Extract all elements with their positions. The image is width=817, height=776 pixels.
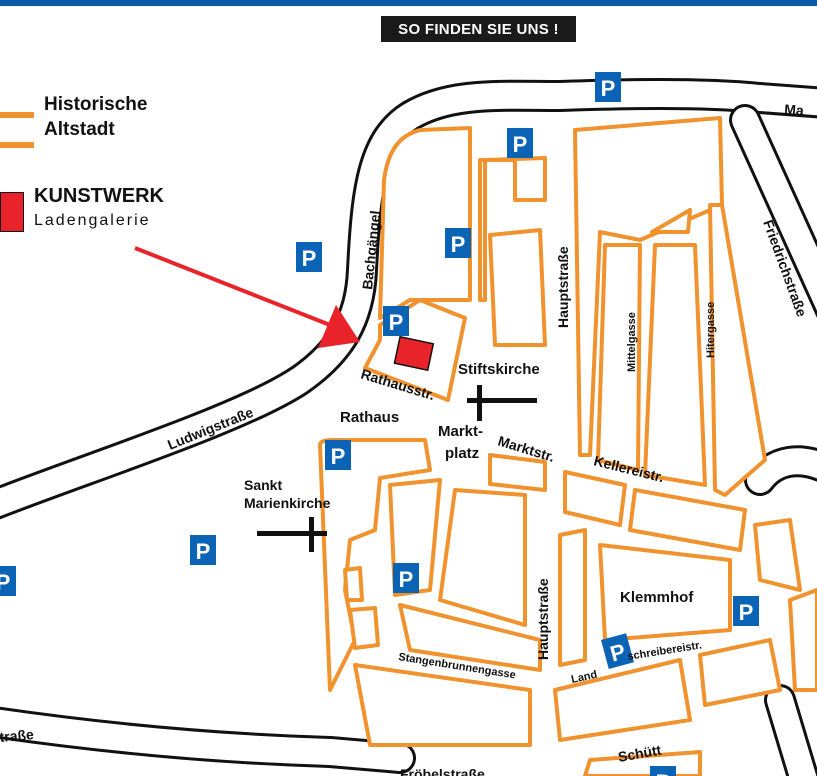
legend-shop-name: KUNSTWERK	[34, 185, 164, 207]
block-east-2	[753, 518, 802, 592]
pointer-arrow	[134, 246, 360, 348]
block-hauptstr-east	[573, 116, 724, 457]
parking-icon: P	[445, 228, 471, 258]
legend-historic-swatch	[0, 142, 34, 148]
block-mid-2	[438, 488, 527, 627]
svg-text:P: P	[601, 76, 616, 101]
street-froebelstrasse: Fröbelstraße	[400, 766, 485, 776]
place-sankt: Sankt	[244, 477, 282, 493]
parking-icon: P	[325, 440, 351, 470]
legend-historic-line2: Altstadt	[44, 119, 115, 140]
legend-historic-line1: Historische	[44, 94, 148, 115]
church-stiftskirche-icon	[467, 385, 537, 421]
shop-marker	[393, 335, 435, 372]
street-hauptstrasse-south: Hauptstraße	[535, 578, 551, 660]
legend-shop-subtitle: Ladengalerie	[34, 212, 151, 229]
svg-text:P: P	[739, 600, 754, 625]
block-tri	[650, 208, 692, 234]
legend-shop-swatch	[0, 192, 24, 232]
parking-icon: P	[190, 535, 216, 565]
street-mittelgasse: Mittelgasse	[626, 312, 638, 372]
street-hitergasse: Hitergasse	[705, 302, 717, 358]
block-north-1	[478, 156, 547, 302]
parking-icon: P	[601, 633, 634, 669]
block-land	[558, 528, 587, 667]
place-marienkirche: Marienkirche	[244, 495, 331, 511]
parking-icon: P	[383, 306, 409, 336]
parking-icon: P	[507, 128, 533, 158]
street-schreibereistr: schreibereistr.	[627, 639, 703, 663]
street-hauptstrasse-north: Hauptstraße	[555, 246, 571, 328]
street-strasse-left: traße	[0, 726, 35, 745]
parking-icon: P	[0, 566, 16, 596]
svg-text:P: P	[331, 444, 346, 469]
place-rathaus: Rathaus	[340, 409, 399, 426]
historic-district	[318, 116, 817, 776]
block-mittel	[596, 243, 642, 472]
place-klemmhof: Klemmhof	[620, 589, 694, 606]
page-title: SO FINDEN SIE UNS !	[381, 16, 576, 42]
svg-text:P: P	[196, 539, 211, 564]
svg-text:P: P	[513, 132, 528, 157]
place-stiftskirche: Stiftskirche	[458, 361, 540, 378]
block-hiter	[643, 243, 707, 487]
street-ma-top: Ma	[784, 101, 805, 118]
parking-icon: P	[733, 596, 759, 626]
svg-text:P: P	[607, 639, 628, 667]
svg-text:P: P	[0, 570, 10, 595]
block-mid-5	[628, 488, 747, 552]
svg-text:P: P	[389, 310, 404, 335]
top-bar	[0, 0, 817, 6]
block-klemm	[598, 543, 732, 642]
street-land: Land	[570, 669, 598, 686]
block-mid-3	[488, 453, 547, 492]
parking-icon: P	[296, 242, 322, 272]
block-south-1	[398, 603, 542, 672]
block-north-2	[488, 228, 547, 347]
place-labels: Stiftskirche Rathaus Markt- platz Sankt …	[244, 361, 694, 606]
parking-icon: P	[650, 766, 676, 776]
svg-text:P: P	[656, 770, 671, 776]
block-small-1	[343, 566, 364, 602]
place-marktplatz-2: platz	[445, 445, 479, 462]
block-small-2	[348, 606, 380, 650]
svg-text:P: P	[302, 246, 317, 271]
block-mid-4	[563, 470, 627, 527]
block-east	[708, 203, 767, 497]
block-south-3	[553, 658, 692, 742]
svg-text:P: P	[399, 567, 414, 592]
street-schuett: Schütt	[617, 742, 663, 765]
block-bach-top	[378, 126, 472, 320]
block-east-3	[788, 588, 817, 692]
parking-icon: P	[393, 563, 419, 593]
svg-text:P: P	[451, 232, 466, 257]
legend-historic-swatch	[0, 112, 34, 118]
church-marienkirche-icon	[257, 517, 327, 552]
block-south-2	[353, 663, 532, 747]
parking-icons: P P P P P P P P P P P P	[0, 72, 759, 776]
legend-historic-label: Historische Altstadt	[44, 92, 147, 142]
parking-icon: P	[595, 72, 621, 102]
block-south-4	[698, 638, 782, 707]
place-marktplatz-1: Markt-	[438, 423, 483, 440]
